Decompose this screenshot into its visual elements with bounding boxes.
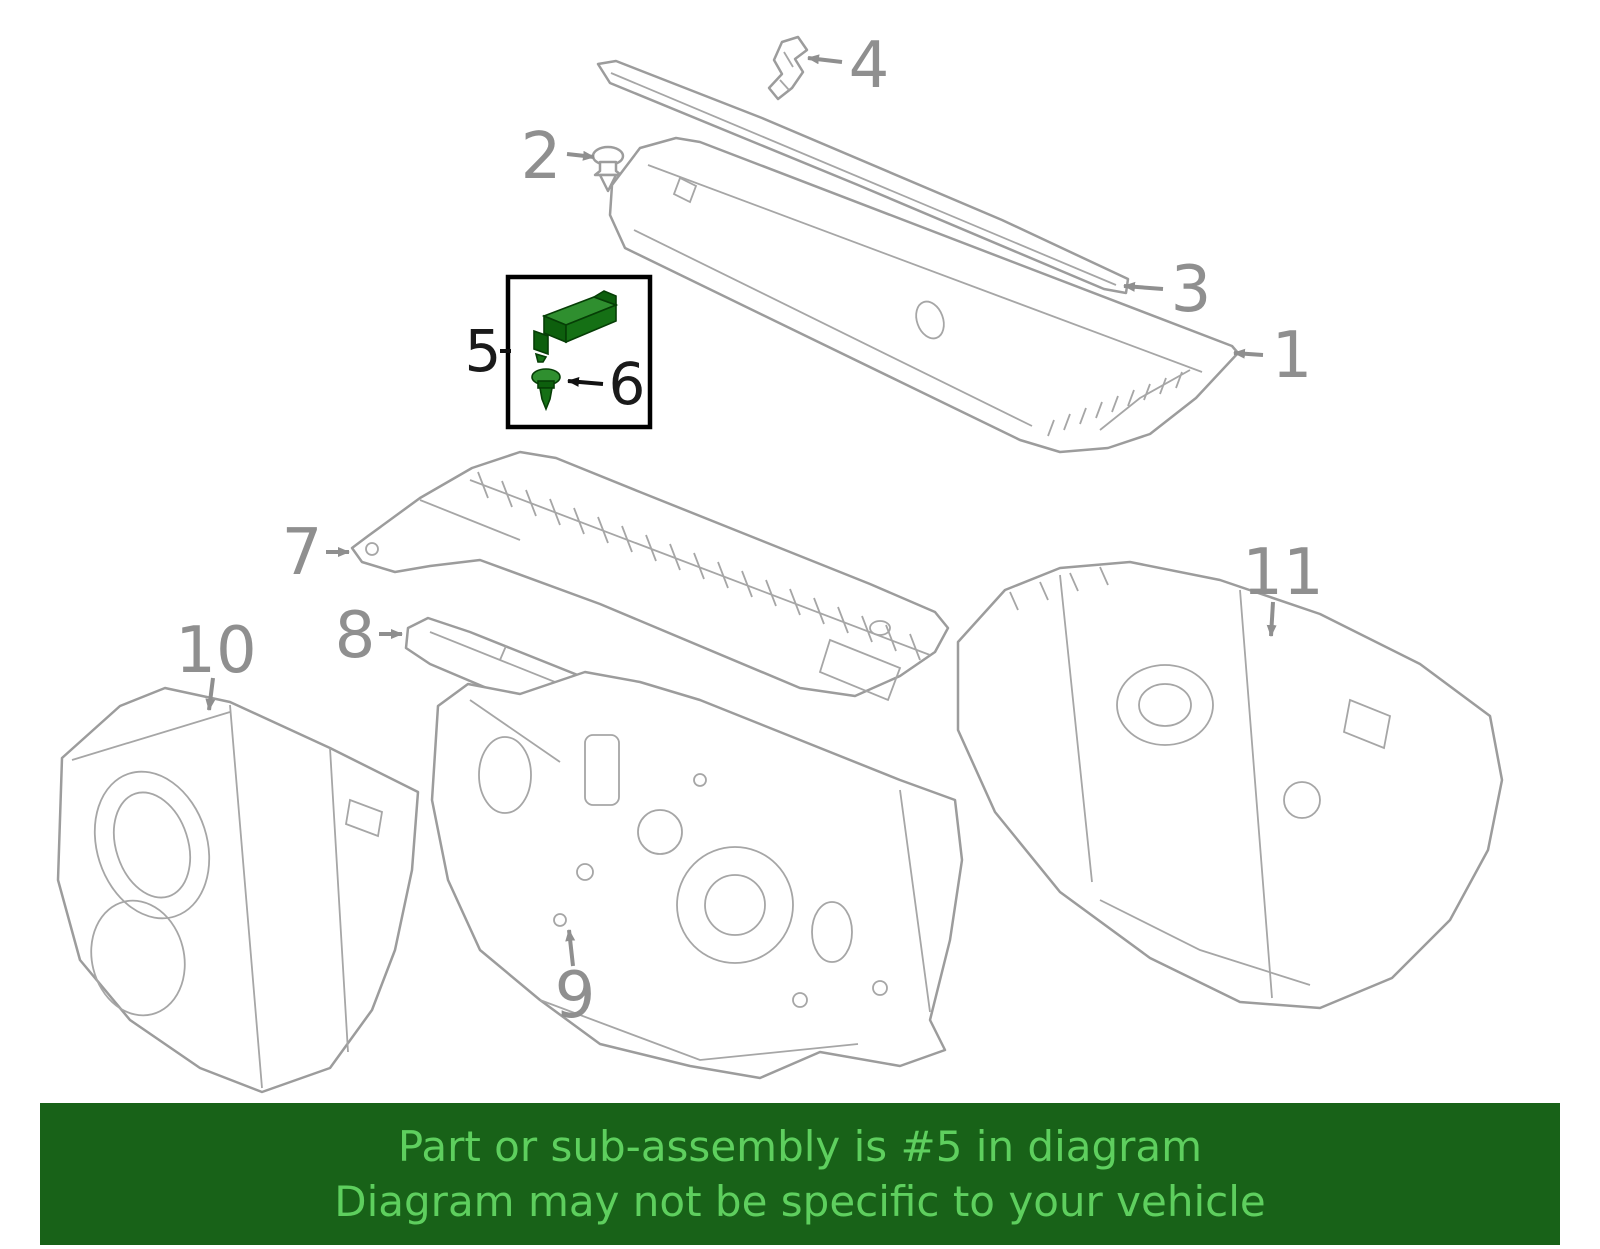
callout-9: 9: [555, 959, 596, 1033]
callout-11-arrow: [1266, 601, 1277, 637]
callout-3: 3: [1171, 253, 1212, 327]
callout-3-arrow: [1123, 281, 1164, 292]
callout-arrows: [205, 54, 1277, 967]
callout-4: 4: [849, 29, 890, 103]
callout-6: 6: [609, 350, 646, 418]
callout-labels: 1 2 3 4 5 6 7 8 9 10 11: [175, 29, 1323, 1033]
part-11-insulator-right: [956, 560, 1504, 1010]
note-banner: Part or sub-assembly is #5 in diagram Di…: [40, 1103, 1560, 1245]
banner-line-2: Diagram may not be specific to your vehi…: [334, 1177, 1266, 1226]
callout-5: 5: [465, 317, 502, 385]
part-7-cowl-lower: [350, 450, 950, 702]
callout-1: 1: [1272, 319, 1313, 393]
callout-7: 7: [282, 516, 323, 590]
callout-1-arrow: [1233, 348, 1264, 359]
part-9-dash-panel: [430, 670, 964, 1080]
callout-2-arrow: [566, 150, 595, 161]
part-4-bracket: [767, 35, 809, 101]
part-1-cowl-panel: [608, 136, 1240, 454]
banner-line-1: Part or sub-assembly is #5 in diagram: [397, 1121, 1203, 1171]
callout-10: 10: [175, 614, 256, 688]
callout-8: 8: [335, 599, 376, 673]
callout-4-arrow: [807, 54, 843, 65]
part-6-highlighted-clip: [531, 368, 561, 412]
callout-2: 2: [521, 120, 562, 194]
callout-11: 11: [1242, 536, 1323, 610]
callout-10-arrow: [205, 677, 216, 711]
part-10-insulator-left: [56, 686, 420, 1094]
callout-6-arrow: [567, 376, 604, 387]
part-5-highlighted-bracket: [533, 290, 619, 363]
callout-9-arrow: [565, 929, 576, 967]
